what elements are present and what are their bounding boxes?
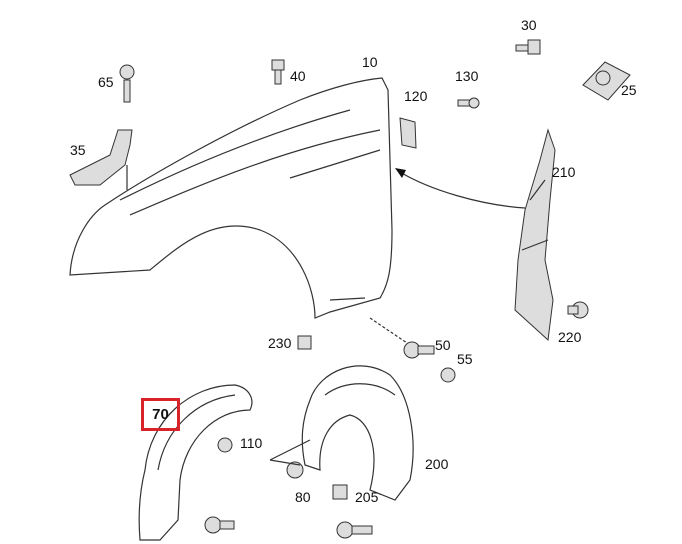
bracket-part-35 <box>69 129 133 186</box>
wheel-liner-part-200 <box>301 365 414 501</box>
bracket-part-210 <box>514 128 556 342</box>
nut-part-205 <box>332 484 348 500</box>
part-label-210: 210 <box>552 164 576 180</box>
part-label-200: 200 <box>425 456 449 472</box>
part-label-120: 120 <box>404 88 428 104</box>
bolt-bottom-left <box>204 516 235 534</box>
fender-part-10 <box>69 77 393 319</box>
bolt-part-50 <box>403 341 435 359</box>
arrow-210-to-fender <box>399 171 526 209</box>
nut-part-55 <box>440 367 456 383</box>
part-label-205: 205 <box>355 489 379 505</box>
rivet-part-130 <box>457 97 480 109</box>
screw-part-65 <box>119 64 135 103</box>
clip-part-80 <box>286 461 304 479</box>
part-label-50: 50 <box>435 337 451 353</box>
part-label-25: 25 <box>621 82 637 98</box>
bolt-bottom <box>336 521 373 539</box>
part-label-55: 55 <box>457 351 473 367</box>
clip-part-25 <box>582 61 631 101</box>
part-label-40: 40 <box>290 68 306 84</box>
part-label-10: 10 <box>362 54 378 70</box>
clip-part-120 <box>399 117 417 149</box>
part-label-230: 230 <box>268 335 292 351</box>
part-label-110: 110 <box>240 435 263 451</box>
part-label-80: 80 <box>295 489 311 505</box>
part-label-35: 35 <box>70 142 86 158</box>
part-label-220: 220 <box>558 329 582 345</box>
part-label-130: 130 <box>455 68 479 84</box>
bolt-part-40 <box>271 59 285 85</box>
clip-part-110 <box>217 437 233 453</box>
clip-part-220 <box>567 301 589 319</box>
bolt-part-30 <box>515 39 541 55</box>
wheel-liner-part-70 <box>138 384 253 541</box>
nut-part-230 <box>297 335 312 350</box>
highlighted-part-callout-70[interactable]: 70 <box>141 398 180 431</box>
part-label-65: 65 <box>98 74 114 90</box>
part-label-30: 30 <box>521 17 537 33</box>
